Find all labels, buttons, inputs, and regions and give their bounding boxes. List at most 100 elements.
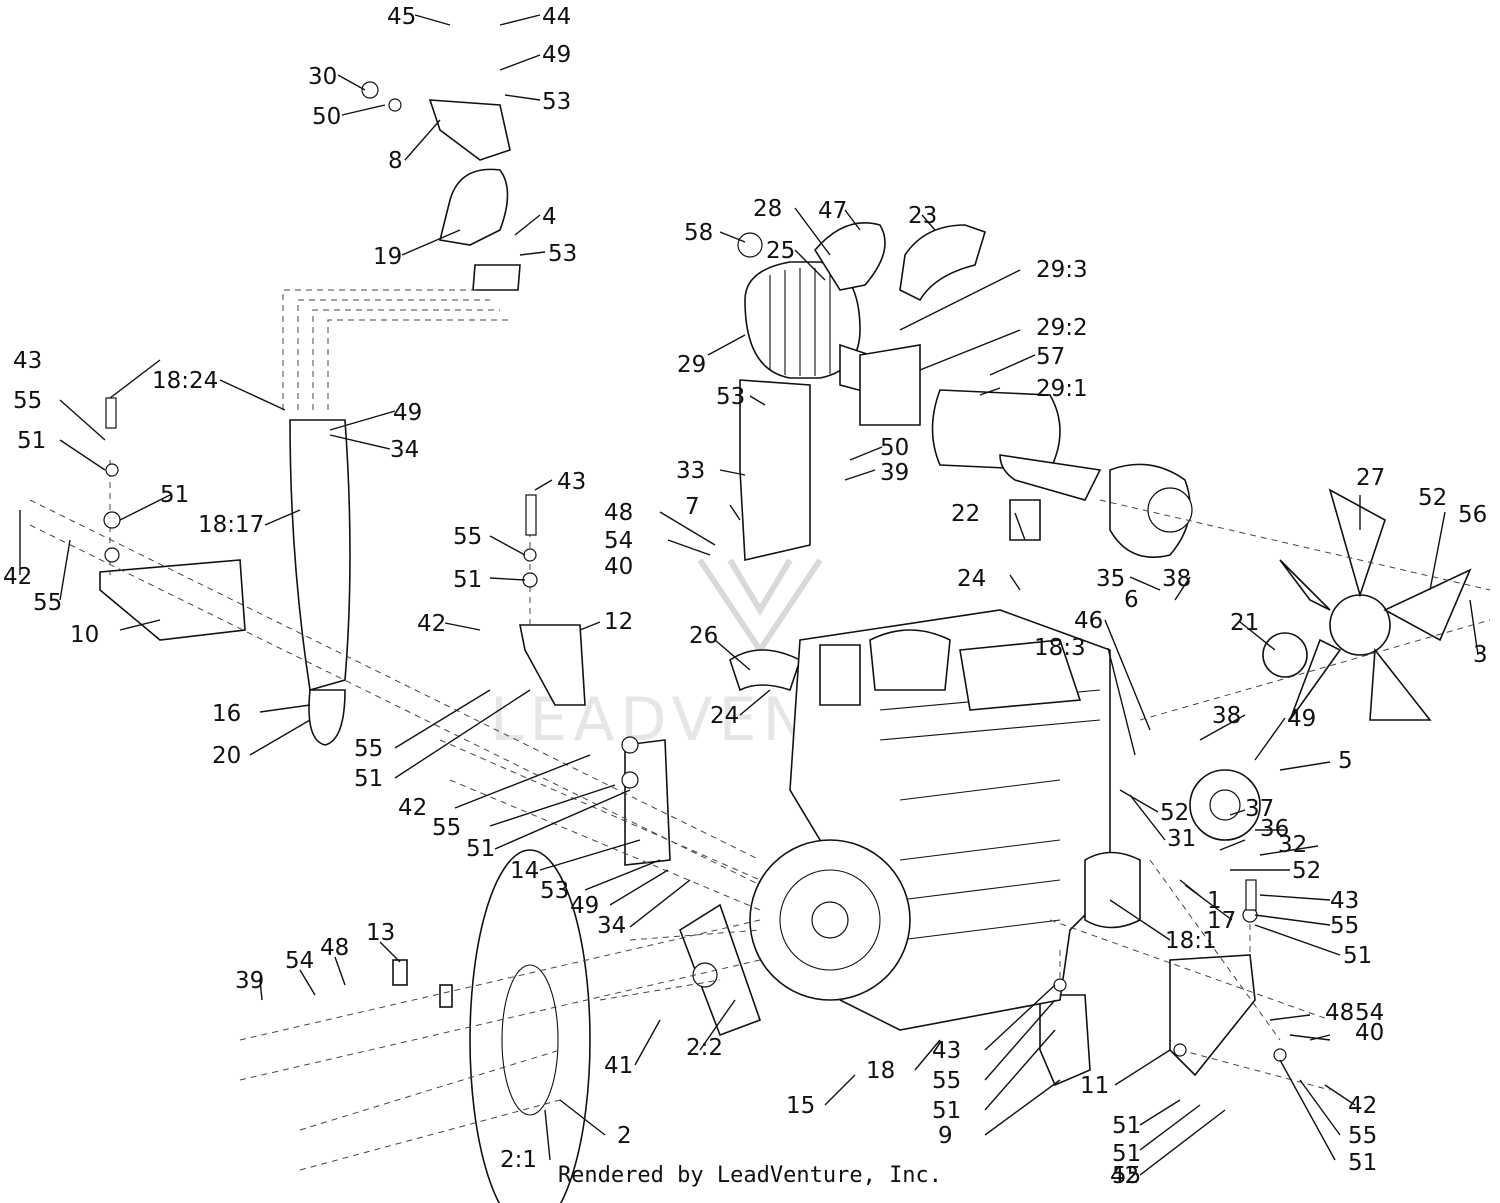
part-label: 13 [366, 920, 395, 946]
part-label: 10 [70, 622, 99, 648]
part-label: 48 [1325, 1000, 1354, 1026]
part-label: 43 [557, 469, 586, 495]
part-label: 4 [542, 204, 557, 230]
part-label: 21 [1230, 610, 1259, 636]
part-label: 40 [1355, 1020, 1384, 1046]
part-label: 18:1 [1165, 928, 1217, 954]
part-label: 32 [1278, 832, 1307, 858]
part-label: 19 [373, 244, 402, 270]
part-label: 55 [354, 736, 383, 762]
part-label: 39 [235, 968, 264, 994]
part-label: 54 [604, 528, 633, 554]
part-label: 5 [1338, 748, 1353, 774]
part-label: 49 [570, 893, 599, 919]
part-label: 46 [1074, 608, 1103, 634]
part-label: 45 [387, 4, 416, 30]
part-label: 12 [604, 609, 633, 635]
part-label: 1 [1207, 888, 1222, 914]
part-label: 34 [390, 437, 419, 463]
part-label: 3 [1473, 642, 1488, 668]
part-label: 18:24 [152, 368, 218, 394]
part-label: 29:2 [1036, 315, 1088, 341]
exhaust-assembly-drawing [282, 99, 521, 746]
brackets-drawing [99, 379, 1256, 1087]
part-label: 35 [1096, 566, 1125, 592]
part-label: 30 [308, 64, 337, 90]
footer-credit: Rendered by LeadVenture, Inc. [557, 1163, 943, 1188]
part-label: 51 [160, 482, 189, 508]
part-label: 55 [1330, 913, 1359, 939]
part-label: 42 [1110, 1163, 1139, 1189]
part-label: 29:3 [1036, 257, 1088, 283]
part-label: 53 [716, 384, 745, 410]
part-label: 43 [1330, 888, 1359, 914]
part-label: 55 [1348, 1123, 1377, 1149]
part-label: 51 [17, 428, 46, 454]
part-label: 50 [880, 435, 909, 461]
part-label: 40 [604, 554, 633, 580]
part-label: 54 [1355, 1000, 1384, 1026]
part-label: 51 [1112, 1113, 1141, 1139]
part-label: 18:17 [198, 512, 264, 538]
part-label: 2 [617, 1123, 632, 1149]
part-label: 23 [908, 203, 937, 229]
part-label: 55 [1112, 1163, 1141, 1189]
part-label: 43 [932, 1038, 961, 1064]
part-label: 18:3 [1034, 635, 1086, 661]
part-label: 29:1 [1036, 376, 1088, 402]
part-label: 48 [604, 500, 633, 526]
part-label: 16 [212, 701, 241, 727]
part-label: 43 [13, 348, 42, 374]
part-label: 53 [548, 241, 577, 267]
part-label: 2:2 [686, 1035, 723, 1061]
part-label: 47 [818, 198, 847, 224]
air-cleaner-drawing [744, 261, 1193, 559]
part-label: 8 [388, 148, 403, 174]
part-label: 52 [1160, 800, 1189, 826]
part-label: 17 [1207, 908, 1236, 934]
part-label: 9 [938, 1123, 953, 1149]
part-label: 55 [33, 590, 62, 616]
part-label: 26 [689, 623, 718, 649]
part-label: 54 [285, 948, 314, 974]
part-label: 51 [453, 567, 482, 593]
part-label: 7 [685, 494, 700, 520]
part-label: 58 [684, 220, 713, 246]
part-label: 20 [212, 743, 241, 769]
part-label: 52 [1292, 858, 1321, 884]
part-label: 38 [1162, 566, 1191, 592]
part-label: 44 [542, 4, 571, 30]
washers-and-bolts [103, 81, 1287, 1062]
part-label: 55 [453, 524, 482, 550]
part-label: 49 [542, 42, 571, 68]
part-label: 56 [1458, 502, 1487, 528]
part-label: 41 [604, 1053, 633, 1079]
part-labels: 45 44 49 30 53 50 8 28 47 23 58 25 4 19 … [3, 4, 1488, 1189]
part-label: 49 [1287, 706, 1316, 732]
part-label: 48 [320, 935, 349, 961]
part-label: 51 [1348, 1150, 1377, 1176]
part-label: 50 [312, 104, 341, 130]
engine-block-drawing [679, 609, 1141, 1037]
part-label: 53 [540, 878, 569, 904]
part-label: 51 [466, 836, 495, 862]
leader-lines [19, 14, 1479, 1176]
part-label: 33 [676, 458, 705, 484]
part-label: 55 [13, 388, 42, 414]
part-label: 15 [786, 1093, 815, 1119]
part-label: 34 [597, 913, 626, 939]
part-label: 29 [677, 352, 706, 378]
part-label: 14 [510, 858, 539, 884]
part-label: 39 [880, 460, 909, 486]
part-label: 24 [710, 703, 739, 729]
part-label: 28 [753, 196, 782, 222]
part-label: 57 [1036, 344, 1065, 370]
part-label: 24 [957, 566, 986, 592]
part-label: 42 [1348, 1093, 1377, 1119]
hoses-drawing [729, 221, 986, 692]
part-label: 42 [3, 564, 32, 590]
part-label: 38 [1212, 703, 1241, 729]
part-label: 51 [1343, 943, 1372, 969]
part-label: 51 [1112, 1141, 1141, 1167]
